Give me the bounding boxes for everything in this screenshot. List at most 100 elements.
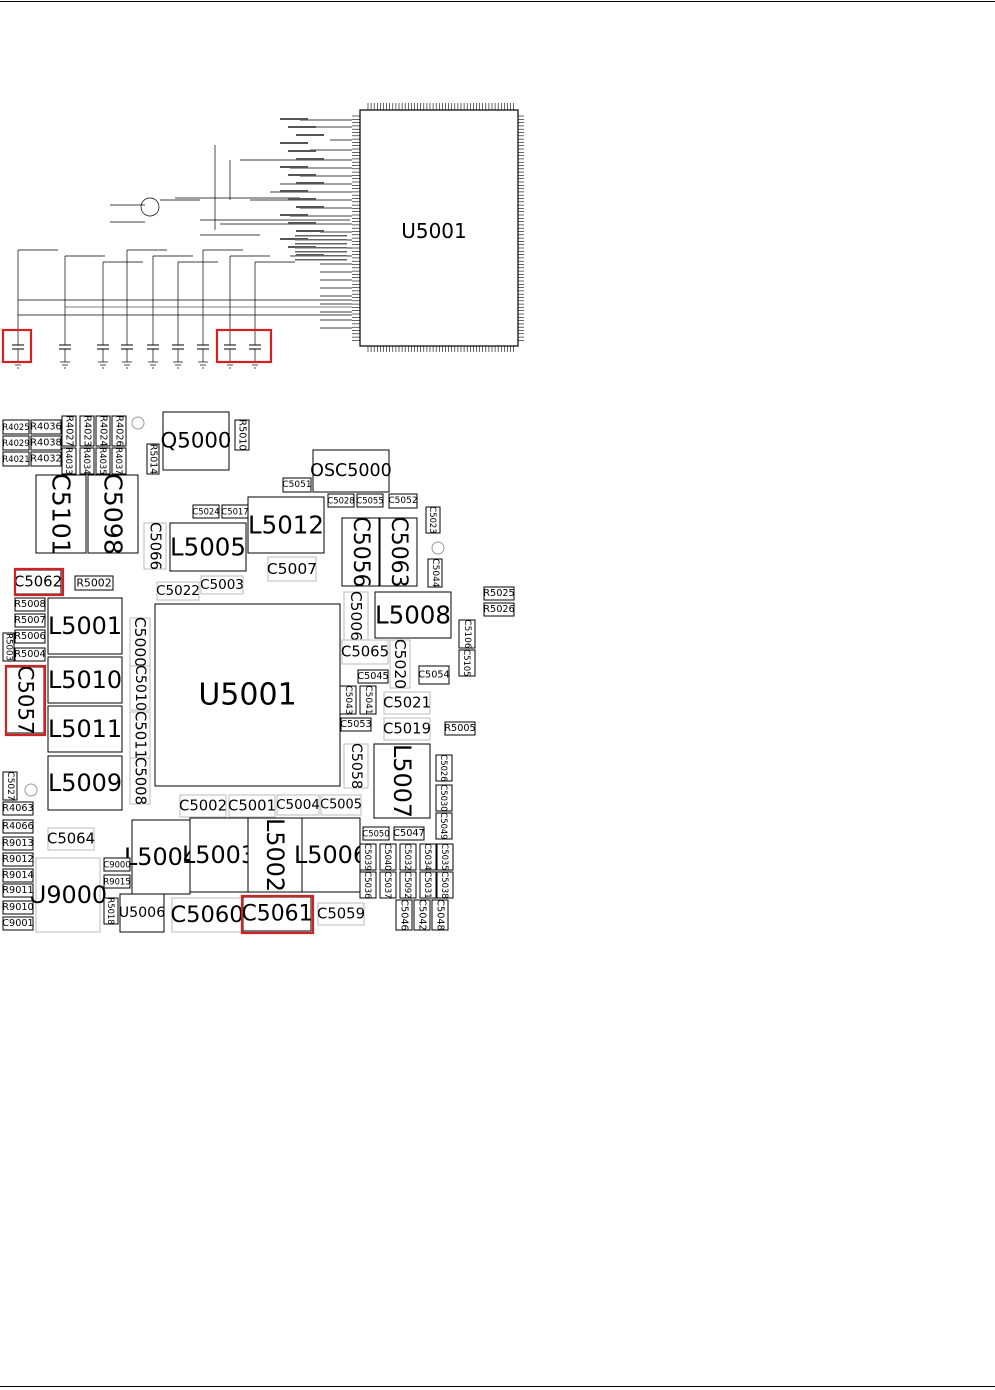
component-outline (189, 817, 249, 893)
component-l5008: L5008 (374, 591, 452, 639)
component-c5039: C5039 (359, 843, 377, 871)
component-outline (119, 893, 165, 933)
component-label: C5051 (282, 480, 311, 490)
component-label: L5006 (294, 841, 368, 869)
component-r5004: R5004 (14, 647, 46, 662)
component-outline (339, 685, 357, 715)
component-c5055: C5055 (356, 493, 384, 508)
component-c5021: C5021 (383, 691, 431, 715)
component-outline (87, 474, 139, 554)
component-c5054: C5054 (418, 665, 450, 685)
component-label: R5026 (483, 604, 514, 615)
component-r5002: R5002 (74, 575, 114, 591)
component-label: C5027 (5, 771, 15, 800)
component-c5023: C5023 (425, 506, 441, 534)
component-c5017: C5017 (221, 504, 249, 519)
component-label: C5028 (327, 496, 354, 506)
component-outline (47, 656, 123, 704)
component-r5018: R5018 (103, 897, 119, 925)
component-c5001: C5001 (228, 794, 276, 818)
component-outline (14, 597, 46, 612)
component-c5049: C5049 (435, 812, 453, 840)
component-label: R9012 (2, 854, 33, 865)
component-r5006: R5006 (14, 629, 46, 644)
component-outline (383, 717, 431, 741)
component-outline (2, 868, 34, 883)
component-label: L5005 (170, 533, 246, 562)
component-label: C5054 (418, 670, 449, 681)
component-outline (247, 817, 303, 893)
component-c5053: C5053 (340, 717, 372, 732)
component-c9001: C9001 (2, 916, 34, 931)
component-outline (131, 819, 191, 895)
component-c5011: C5011 (129, 711, 151, 759)
component-c5062: C5062 (14, 569, 62, 595)
component-label: R4021 (2, 454, 29, 464)
component-outline (312, 449, 390, 493)
component-label: R9011 (2, 885, 33, 896)
component-outline (228, 794, 276, 818)
component-c5044: C5044 (427, 558, 443, 588)
component-label: C5041 (363, 685, 373, 714)
component-r9013: R9013 (2, 836, 34, 851)
component-r4037: R4037 (111, 447, 127, 475)
component-outline (379, 843, 397, 871)
component-label: C5063 (386, 517, 411, 588)
component-l5006: L5006 (294, 817, 368, 893)
component-outline (156, 581, 200, 601)
component-outline (327, 493, 355, 508)
component-outline (47, 755, 123, 811)
component-r9010: R9010 (2, 900, 34, 915)
component-label: C5055 (356, 496, 383, 506)
component-label: C5010 (132, 665, 148, 711)
component-outline (419, 871, 437, 899)
component-outline (2, 771, 18, 801)
component-outline (2, 451, 30, 467)
component-outline (379, 517, 418, 587)
component-label: C5043 (343, 685, 353, 714)
layout-highlight-c5061 (240, 894, 315, 935)
schematic-chip-label: U5001 (401, 219, 467, 243)
component-label: C5038 (440, 871, 450, 898)
component-label: R5018 (106, 897, 116, 924)
component-l5002: L5002 (247, 817, 303, 893)
component-label: L5011 (48, 715, 122, 743)
component-c5043: C5043 (339, 685, 357, 715)
component-outline (458, 619, 476, 649)
component-r4023: R4023 (79, 415, 95, 447)
component-outline (14, 613, 46, 628)
component-c5004: C5004 (276, 794, 320, 816)
component-label: R5007 (14, 615, 45, 626)
component-c5020: C5020 (389, 639, 411, 689)
component-c5038: C5038 (436, 871, 454, 899)
component-outline (418, 665, 450, 685)
component-c5066: C5066 (143, 522, 167, 570)
component-c5063: C5063 (379, 517, 418, 588)
component-outline (435, 754, 453, 782)
bottom-rule (0, 1386, 995, 1387)
component-outline (388, 493, 418, 509)
component-label: C5039 (363, 843, 373, 870)
component-outline (436, 871, 454, 899)
component-label: R5002 (76, 577, 111, 590)
component-label: L5009 (48, 769, 122, 797)
component-outline (35, 474, 87, 554)
component-label: C5059 (317, 906, 365, 923)
component-r4066: R4066 (2, 819, 34, 834)
component-outline (301, 817, 361, 893)
component-label: C5037 (383, 871, 393, 898)
component-outline (362, 826, 390, 841)
component-label: C5105 (462, 649, 472, 676)
component-r4032: R4032 (30, 451, 62, 467)
component-label: R4035 (98, 447, 108, 474)
layout-highlight-c5062 (13, 567, 65, 597)
component-outline (383, 691, 431, 715)
component-label: C5092 (403, 871, 413, 898)
component-outline (47, 597, 123, 655)
component-label: C5064 (47, 831, 95, 848)
component-label: L5004 (124, 843, 198, 871)
component-outline (234, 419, 250, 451)
component-c5006: C5006 (343, 591, 369, 641)
component-label: L5003 (182, 841, 256, 869)
